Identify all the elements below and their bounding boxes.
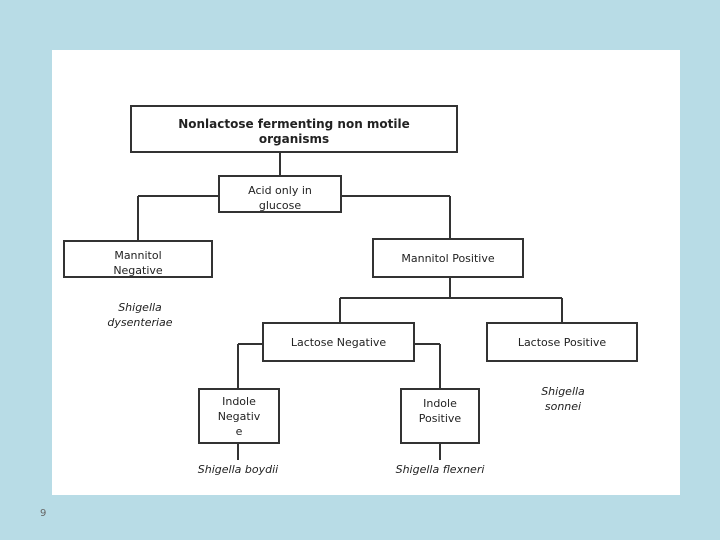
- acid-glucose-line1: Acid only in: [248, 184, 312, 197]
- indole-positive-line2: Positive: [418, 412, 462, 425]
- leaf-shigella-sonnei: Shigella sonnei: [516, 384, 610, 412]
- indole-positive-node: Indole Positive: [400, 388, 480, 444]
- mannitol-positive-label: Mannitol Positive: [401, 251, 495, 265]
- lactose-positive-label: Lactose Positive: [517, 335, 607, 349]
- root-node: Nonlactose fermenting non motile organis…: [130, 105, 458, 153]
- root-node-line2: organisms: [258, 132, 330, 146]
- acid-glucose-node: Acid only in glucose: [218, 175, 342, 213]
- indole-negative-line1: Indole: [222, 395, 256, 408]
- indole-negative-node: Indole Negativ e: [198, 388, 280, 444]
- leaf-sonnei-line2: sonnei: [544, 400, 582, 412]
- lactose-negative-label: Lactose Negative: [290, 335, 387, 349]
- indole-negative-line2: Negativ: [217, 410, 261, 423]
- mannitol-negative-node: Mannitol Negative: [63, 240, 213, 278]
- leaf-sonnei-line1: Shigella: [541, 385, 585, 398]
- leaf-dysenteriae-line1: Shigella: [118, 301, 162, 314]
- leaf-dysenteriae-line2: dysenteriae: [107, 316, 173, 328]
- leaf-shigella-boydii: Shigella boydii: [197, 463, 279, 476]
- indole-negative-line3: e: [235, 425, 243, 438]
- leaf-shigella-dysenteriae: Shigella dysenteriae: [82, 300, 198, 328]
- page-number: 9: [40, 508, 47, 519]
- lactose-negative-node: Lactose Negative: [262, 322, 415, 362]
- mannitol-negative-line2: Negative: [113, 264, 163, 277]
- lactose-positive-node: Lactose Positive: [486, 322, 638, 362]
- leaf-shigella-flexneri: Shigella flexneri: [395, 463, 485, 476]
- indole-positive-line1: Indole: [423, 397, 457, 410]
- acid-glucose-line2: glucose: [258, 199, 302, 212]
- root-node-line1: Nonlactose fermenting non motile: [178, 117, 410, 131]
- mannitol-negative-line1: Mannitol: [114, 249, 162, 262]
- mannitol-positive-node: Mannitol Positive: [372, 238, 524, 278]
